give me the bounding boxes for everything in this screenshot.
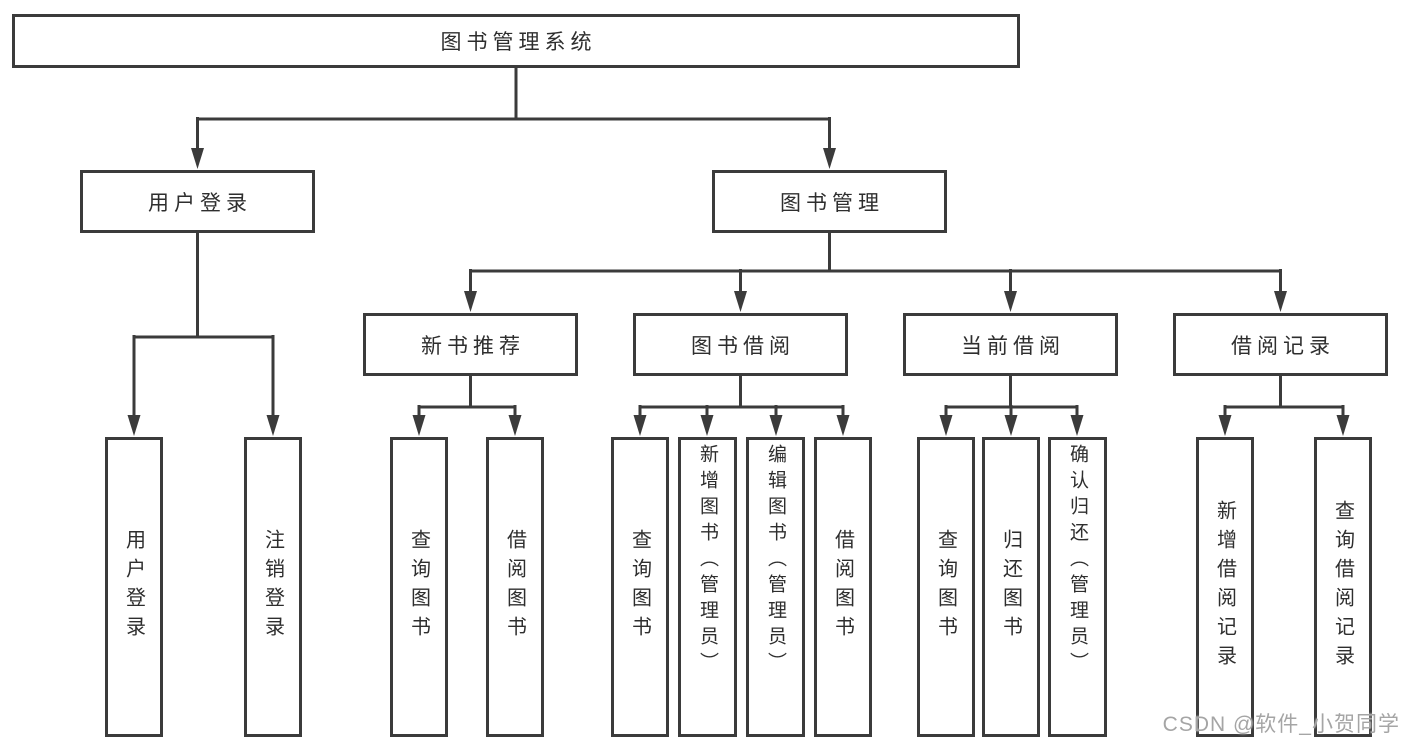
connector-borrow-record-to-leaves — [1218, 374, 1350, 436]
node-user-login-label: 用户登录 — [148, 191, 252, 215]
node-book-borrow-label: 图书借阅 — [691, 334, 795, 358]
node-root: 图书管理系统 — [12, 14, 1020, 68]
leaf-nbr-query-book-label: 查询图书 — [407, 529, 430, 645]
leaf-cb-query-book-label: 查询图书 — [934, 529, 957, 645]
node-new-book-rec-label: 新书推荐 — [421, 334, 525, 358]
node-book-borrow: 图书借阅 — [633, 313, 848, 376]
leaf-user-login-label: 用户登录 — [122, 529, 145, 645]
arrowhead-bb-borrow — [836, 415, 850, 436]
leaf-bb-query-book: 查询图书 — [611, 437, 669, 737]
connector-user-login-to-leaves — [127, 231, 280, 436]
arrowhead-cb-confirm — [1070, 415, 1084, 436]
leaf-bb-query-book-label: 查询图书 — [628, 529, 651, 645]
arrowhead-current-borrow — [1004, 291, 1017, 312]
leaf-nbr-borrow-book-label: 借阅图书 — [503, 529, 526, 645]
leaf-nbr-borrow-book: 借阅图书 — [486, 437, 544, 737]
node-user-login: 用户登录 — [80, 170, 315, 233]
arrowhead-nbr-borrow — [508, 415, 522, 436]
arrowhead-nbr-query — [412, 415, 426, 436]
leaf-nbr-query-book: 查询图书 — [390, 437, 448, 737]
arrowhead-user-login — [191, 148, 204, 169]
leaf-bb-add-book: 新增图书（管理员） — [678, 437, 737, 737]
leaf-bb-edit-book-label: 编辑图书（管理员） — [765, 444, 786, 678]
connector-current-borrow-to-leaves — [939, 374, 1084, 436]
arrowhead-bb-edit — [769, 415, 783, 436]
arrowhead-cb-query — [939, 415, 953, 436]
arrowhead-bb-query — [633, 415, 647, 436]
node-book-mgmt: 图书管理 — [712, 170, 947, 233]
arrowhead-cb-return — [1004, 415, 1018, 436]
leaf-br-query-record: 查询借阅记录 — [1314, 437, 1372, 737]
leaf-br-query-record-label: 查询借阅记录 — [1331, 500, 1354, 674]
arrowhead-book-borrow — [734, 291, 747, 312]
leaf-logout-label: 注销登录 — [261, 529, 284, 645]
leaf-logout: 注销登录 — [244, 437, 302, 737]
leaf-bb-borrow-book: 借阅图书 — [814, 437, 872, 737]
connector-book-mgmt-to-level3 — [464, 231, 1287, 312]
leaf-br-add-record: 新增借阅记录 — [1196, 437, 1254, 737]
node-borrow-record-label: 借阅记录 — [1231, 334, 1335, 358]
connector-root-to-level2 — [191, 66, 836, 169]
arrowhead-bb-add — [700, 415, 714, 436]
node-new-book-rec: 新书推荐 — [363, 313, 578, 376]
node-borrow-record: 借阅记录 — [1173, 313, 1388, 376]
node-book-mgmt-label: 图书管理 — [780, 191, 884, 215]
arrowhead-leaf-logout — [266, 415, 280, 436]
arrowhead-new-book-rec — [464, 291, 477, 312]
leaf-bb-add-book-label: 新增图书（管理员） — [697, 444, 718, 678]
leaf-bb-edit-book: 编辑图书（管理员） — [746, 437, 805, 737]
watermark-text: CSDN @软件_小贺同学 — [1162, 713, 1400, 736]
arrowhead-book-mgmt — [823, 148, 836, 169]
arrowhead-br-query — [1336, 415, 1350, 436]
leaf-cb-confirm-return: 确认归还（管理员） — [1048, 437, 1107, 737]
leaf-cb-confirm-return-label: 确认归还（管理员） — [1067, 444, 1088, 678]
leaf-cb-query-book: 查询图书 — [917, 437, 975, 737]
leaf-cb-return-book-label: 归还图书 — [999, 529, 1022, 645]
connector-new-book-rec-to-leaves — [412, 374, 522, 436]
arrowhead-leaf-user-login — [127, 415, 141, 436]
leaf-bb-borrow-book-label: 借阅图书 — [831, 529, 854, 645]
node-current-borrow: 当前借阅 — [903, 313, 1118, 376]
arrowhead-br-add — [1218, 415, 1232, 436]
node-current-borrow-label: 当前借阅 — [961, 334, 1065, 358]
leaf-cb-return-book: 归还图书 — [982, 437, 1040, 737]
arrowhead-borrow-record — [1274, 291, 1287, 312]
node-root-label: 图书管理系统 — [440, 31, 597, 54]
leaf-user-login: 用户登录 — [105, 437, 163, 737]
leaf-br-add-record-label: 新增借阅记录 — [1213, 500, 1236, 674]
connector-book-borrow-to-leaves — [633, 374, 850, 436]
